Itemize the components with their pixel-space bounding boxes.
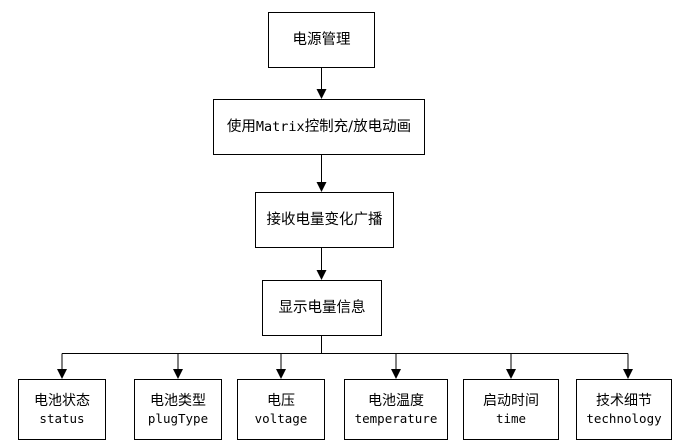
node-display-battery-info[interactable]: 显示电量信息 [262,280,382,336]
arrowhead-leaf-4 [391,369,401,379]
leaf-label-en: plugType [147,410,209,426]
leaf-label-en: technology [586,410,662,426]
node-label: 显示电量信息 [278,299,366,316]
leaf-label-en: temperature [354,410,438,426]
leaf-label-cn: 电池类型 [150,392,206,409]
node-leaf-voltage[interactable]: 电压 voltage [237,379,325,440]
node-leaf-plugtype[interactable]: 电池类型 plugType [134,379,222,440]
arrowhead-animation [316,89,327,99]
node-power-management[interactable]: 电源管理 [268,12,375,68]
leaf-label-en: voltage [254,410,308,426]
node-label: 电源管理 [292,31,351,48]
node-label: 使用Matrix控制充/放电动画 [227,119,411,136]
node-label-mono: Matrix [255,118,305,135]
leaf-label-cn: 电池温度 [368,392,424,409]
leaf-label-en: time [495,410,527,426]
leaf-label-cn: 启动时间 [483,392,539,409]
node-leaf-status[interactable]: 电池状态 status [18,379,106,440]
arrowhead-leaf-2 [173,369,183,379]
leaf-label-cn: 电压 [267,392,295,409]
node-leaf-temperature[interactable]: 电池温度 temperature [344,379,448,440]
node-leaf-technology[interactable]: 技术细节 technology [576,379,672,440]
node-leaf-time[interactable]: 启动时间 time [463,379,559,440]
arrowhead-leaf-3 [276,369,286,379]
arrowhead-leaf-5 [506,369,516,379]
node-label-prefix: 使用 [226,118,256,135]
arrowhead-leaf-6 [623,369,633,379]
node-receive-broadcast[interactable]: 接收电量变化广播 [255,192,394,248]
arrowhead-broadcast [316,182,327,192]
arrowhead-display [316,270,327,280]
leaf-label-cn: 电池状态 [34,392,90,409]
leaf-label-en: status [39,410,85,426]
leaf-label-cn: 技术细节 [596,392,652,409]
arrowhead-leaf-1 [57,369,67,379]
node-matrix-animation[interactable]: 使用Matrix控制充/放电动画 [213,99,425,155]
node-label: 接收电量变化广播 [266,211,383,228]
node-label-suffix: 控制充/放电动画 [304,118,412,135]
